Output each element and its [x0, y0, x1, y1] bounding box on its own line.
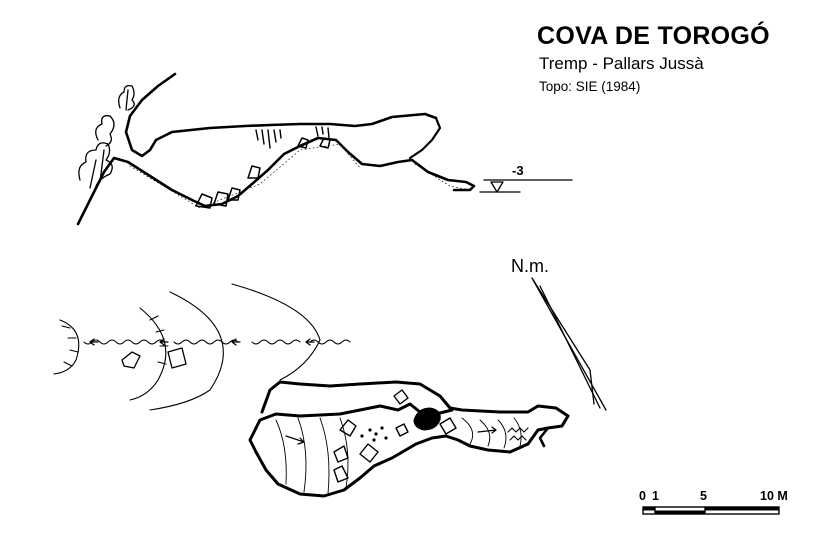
- cave-wall-north: [260, 380, 570, 432]
- dark-pool: [413, 407, 441, 431]
- water-flow: [83, 339, 351, 345]
- sediment-dots: [360, 426, 388, 442]
- north-label: N.m.: [511, 256, 549, 276]
- ground-line: [76, 136, 476, 226]
- cave-location: Tremp - Pallars Jussà: [539, 54, 704, 73]
- scale-label-0: 0: [639, 489, 646, 503]
- survey-credit: Topo: SIE (1984): [539, 79, 641, 94]
- scale-label-10: 10 M: [760, 489, 788, 503]
- terrain-arc-2: [129, 307, 167, 401]
- cave-title: COVA DE TOROGÓ: [537, 22, 770, 50]
- plan-view: [53, 283, 570, 498]
- cave-roof: [408, 116, 442, 160]
- depth-label: -3: [512, 163, 524, 178]
- cave-wall-south: [248, 402, 540, 498]
- scale-bar: [642, 506, 780, 515]
- profile-section: [76, 72, 573, 226]
- terrain-arc-3: [149, 291, 224, 411]
- north-arrow: [531, 277, 607, 411]
- scale-label-1: 1: [652, 489, 659, 503]
- hill-slope: [124, 72, 438, 158]
- terrain-arc-4: [231, 283, 321, 381]
- terrain-arc-1: [53, 319, 80, 375]
- depth-marker: [490, 181, 504, 193]
- scale-label-5: 5: [700, 489, 707, 503]
